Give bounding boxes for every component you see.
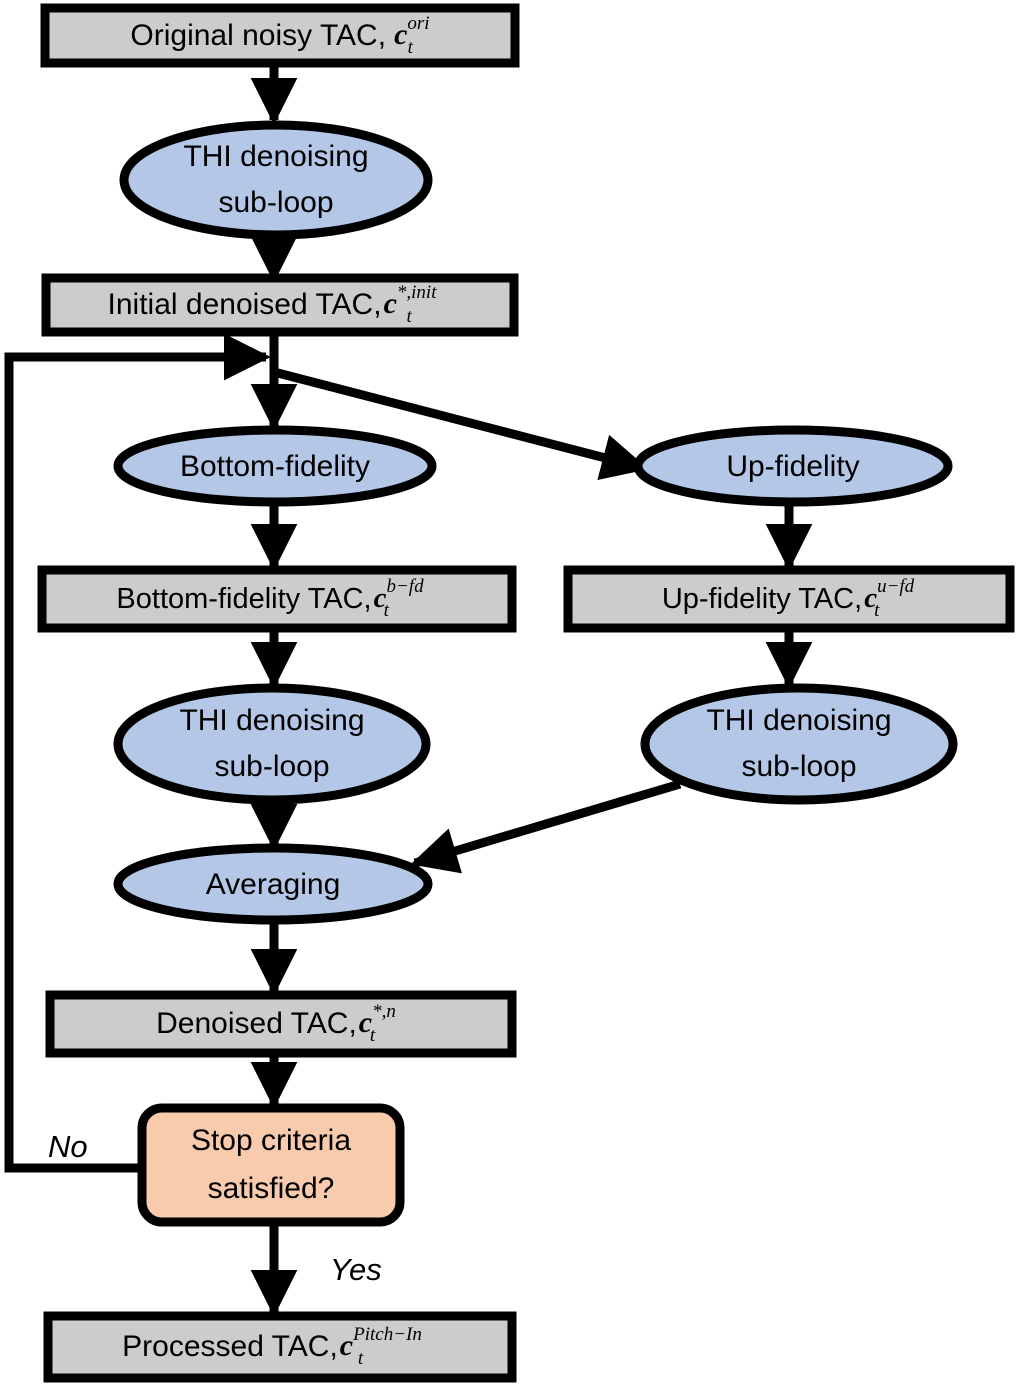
node-label-thi-left-line2: sub-loop [214, 750, 329, 783]
node-label-bottom-fidelity-tac: Bottom-fidelity TAC, [116, 583, 371, 615]
node-label-up-fidelity: Up-fidelity [726, 450, 859, 483]
node-averaging[interactable]: Averaging [113, 843, 433, 925]
node-original-noisy-tac[interactable]: Original noisy TAC,cori t [40, 3, 520, 68]
node-label-thi-right-line2: sub-loop [741, 750, 856, 783]
node-sup-up-fidelity-tac: u−fd [877, 576, 915, 597]
node-symbol-bottom-fidelity-tac: c [374, 582, 387, 614]
node-symbol-up-fidelity-tac: c [864, 582, 877, 614]
node-label-thi-top-line2: sub-loop [218, 186, 333, 219]
node-processed-tac[interactable]: Processed TAC,cPitch−In t [43, 1311, 517, 1383]
node-symbol-original-noisy-tac: c [394, 18, 407, 51]
edge-label-no: No [48, 1129, 88, 1164]
node-sub-original-noisy-tac: t [408, 37, 414, 58]
node-up-fidelity[interactable]: Up-fidelity [633, 425, 953, 507]
node-label-denoised-tac: Denoised TAC, [156, 1007, 357, 1040]
node-label-bottom-fidelity: Bottom-fidelity [180, 450, 370, 483]
node-initial-denoised-tac[interactable]: Initial denoised TAC,c*,init t [41, 273, 519, 337]
node-denoised-tac[interactable]: Denoised TAC,c*,n t [45, 990, 517, 1058]
node-label-initial-denoised-tac: Initial denoised TAC, [108, 288, 382, 321]
node-sub-processed-tac: t [358, 1348, 364, 1369]
edges-layer [4, 62, 813, 1317]
node-bottom-fidelity-tac[interactable]: Bottom-fidelity TAC,cb−fd t [37, 565, 517, 633]
node-label-original-noisy-tac: Original noisy TAC, [130, 19, 386, 52]
svg-text:Bottom-fidelity TAC,cb−fdt: Bottom-fidelity TAC,cb−fd t [116, 576, 424, 621]
node-symbol-processed-tac: c [340, 1329, 353, 1362]
node-label-averaging: Averaging [206, 868, 341, 901]
node-sub-denoised-tac: t [370, 1025, 376, 1046]
node-sup-bottom-fidelity-tac: b−fd [386, 576, 424, 597]
node-label-stop-criteria-line1: Stop criteria [191, 1124, 351, 1157]
node-label-thi-left-line1: THI denoising [179, 704, 364, 737]
node-stop-criteria[interactable]: Stop criteria satisfied? [137, 1103, 405, 1227]
svg-text:Denoised TAC,c*,nt: Denoised TAC,c*,n t [156, 1001, 396, 1046]
node-sup-initial-denoised-tac: *,init [397, 282, 437, 303]
node-sub-initial-denoised-tac: t [406, 306, 412, 327]
edge-junction-to-up-fidelity [272, 367, 649, 481]
node-thi-denoising-sub-loop-left[interactable]: THI denoising sub-loop [113, 683, 431, 805]
edge-thi-right-to-averaging [410, 779, 682, 874]
svg-text:Up-fidelity TAC,cu−fdt: Up-fidelity TAC,cu−fd t [662, 576, 915, 621]
node-symbol-denoised-tac: c [359, 1006, 372, 1039]
edge-label-yes: Yes [330, 1252, 382, 1287]
node-thi-denoising-sub-loop-top[interactable]: THI denoising sub-loop [119, 120, 433, 240]
edge-no-feedback-loop [4, 333, 271, 1173]
node-sub-up-fidelity-tac: t [874, 600, 880, 621]
node-sup-processed-tac: Pitch−In [352, 1324, 422, 1345]
node-sub-bottom-fidelity-tac: t [384, 600, 390, 621]
node-label-thi-top-line1: THI denoising [183, 140, 368, 173]
svg-text:Processed TAC,cPitch−Int: Processed TAC,cPitch−In t [122, 1324, 422, 1369]
node-bottom-fidelity[interactable]: Bottom-fidelity [113, 425, 437, 507]
node-sup-original-noisy-tac: ori [407, 13, 429, 34]
node-sup-denoised-tac: *,n [372, 1001, 396, 1022]
node-up-fidelity-tac[interactable]: Up-fidelity TAC,cu−fd t [563, 565, 1015, 633]
node-label-up-fidelity-tac: Up-fidelity TAC, [662, 583, 862, 615]
node-symbol-initial-denoised-tac: c [384, 287, 397, 320]
node-label-thi-right-line1: THI denoising [706, 704, 891, 737]
node-thi-denoising-sub-loop-right[interactable]: THI denoising sub-loop [640, 683, 958, 805]
node-label-processed-tac: Processed TAC, [122, 1330, 338, 1363]
node-label-stop-criteria-line2: satisfied? [208, 1172, 335, 1205]
